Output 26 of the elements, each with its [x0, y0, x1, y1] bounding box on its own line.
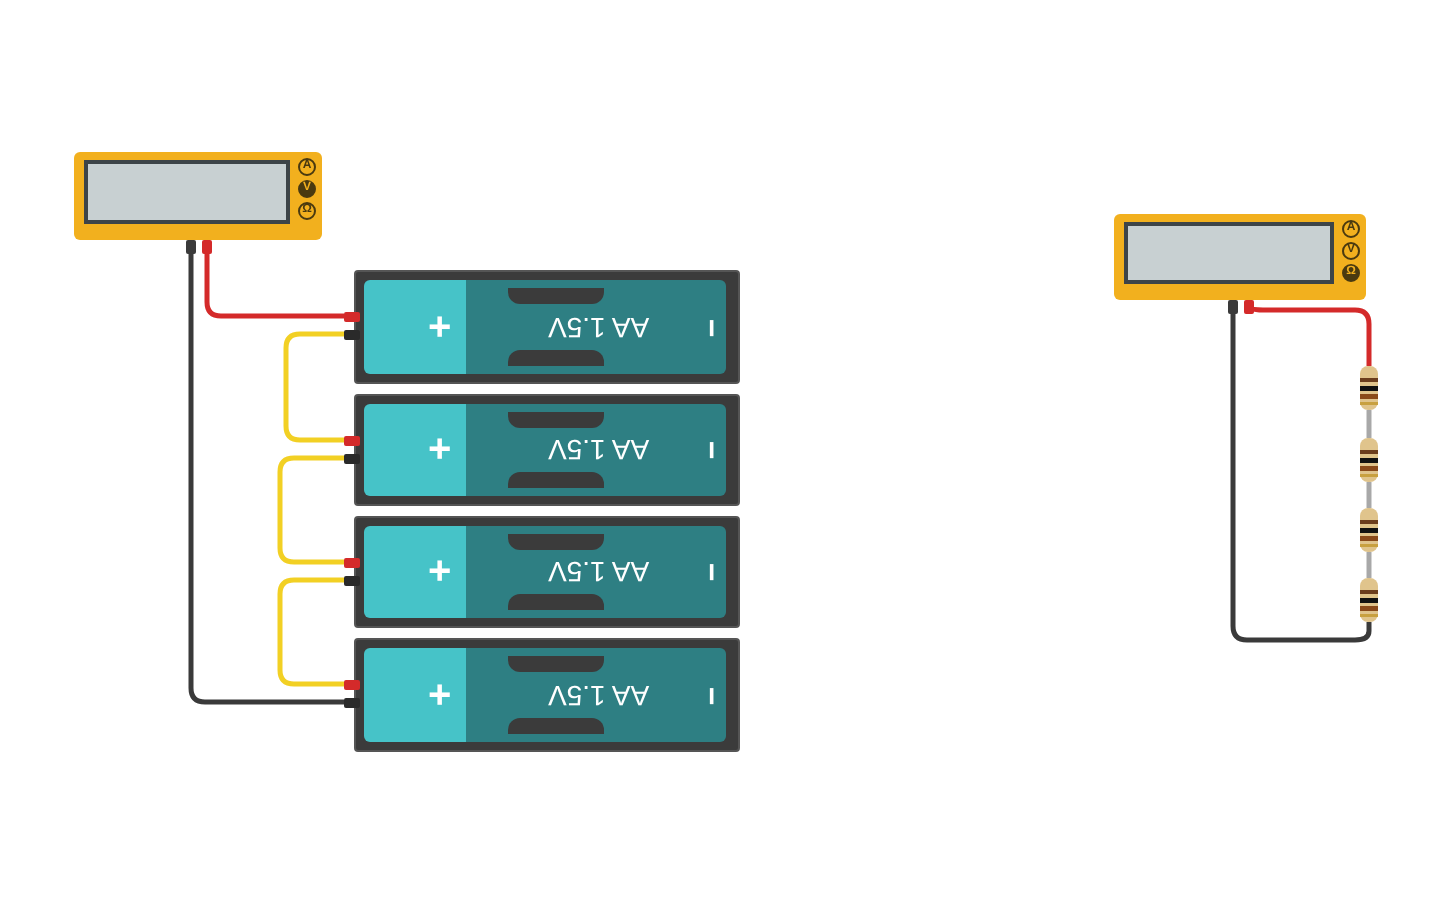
polarity-sign: −: [693, 685, 726, 705]
battery-label: AA 1.5V: [548, 681, 650, 709]
battery-label: AA 1.5V: [548, 558, 650, 586]
polarity-sign: +: [428, 552, 452, 592]
wire: [1366, 410, 1372, 438]
multimeter-drawing: [1114, 214, 1366, 300]
multimeter-drawing: [74, 152, 322, 240]
display-screen: [1124, 222, 1334, 284]
polarity-sign: +: [428, 430, 452, 470]
display-screen: [84, 160, 290, 224]
wire: [1244, 300, 1372, 366]
wire: [277, 577, 344, 687]
battery-label: AA 1.5V: [548, 436, 650, 464]
wire: [202, 240, 344, 319]
polarity-sign: +: [428, 675, 452, 715]
polarity-sign: +: [428, 307, 452, 347]
battery-label: AA 1.5V: [548, 313, 650, 341]
polarity-sign: −: [693, 317, 726, 337]
wire: [283, 331, 344, 443]
wire: [277, 455, 344, 565]
polarity-sign: −: [693, 562, 726, 582]
wire: [1366, 482, 1372, 508]
polarity-sign: −: [693, 440, 726, 460]
wire: [1366, 552, 1372, 578]
wire: [1228, 300, 1372, 643]
wire: [186, 240, 344, 705]
